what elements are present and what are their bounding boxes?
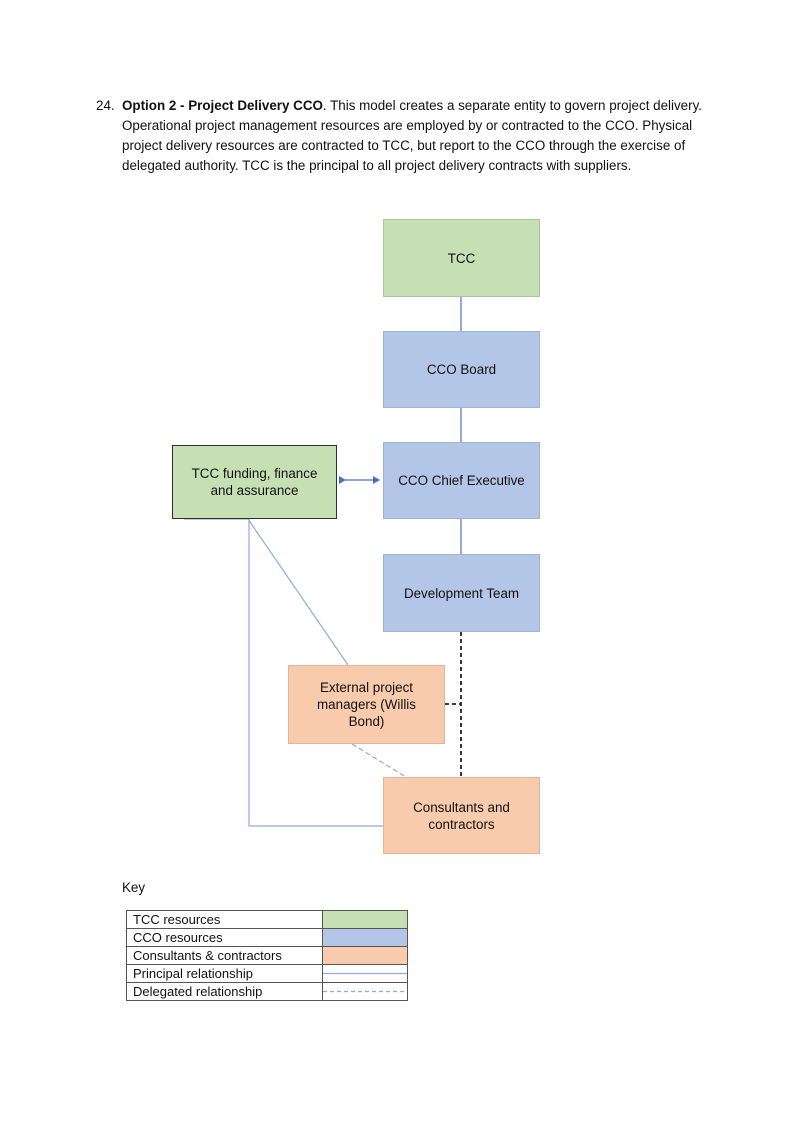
key-table: TCC resources CCO resources Consultants …: [126, 910, 408, 1001]
key-swatch-orange: [322, 946, 408, 965]
key-swatch-dashed-line: [322, 982, 408, 1001]
tcc-label: TCC: [447, 250, 476, 266]
development-team-node: Development Team: [383, 554, 540, 632]
paragraph-bold-lead: Option 2 - Project Delivery CCO: [122, 98, 323, 113]
key-row-cco-resources: CCO resources: [126, 928, 408, 947]
paragraph-body: Option 2 - Project Delivery CCO. This mo…: [122, 96, 736, 176]
external-pm-label: External project managers (Willis Bond): [317, 680, 416, 729]
tcc-node: TCC: [383, 219, 540, 297]
cco-chief-executive-label: CCO Chief Executive: [398, 473, 525, 488]
consultants-label: Consultants and contractors: [413, 799, 510, 832]
cco-chief-executive-node: CCO Chief Executive: [383, 442, 540, 519]
cco-board-label: CCO Board: [426, 362, 497, 377]
pm-to-consultants-delegated: [351, 743, 407, 778]
paragraph-number: 24.: [96, 98, 115, 113]
consultants-node: Consultants and contractors: [383, 777, 540, 854]
key-row-delegated: Delegated relationship: [126, 982, 408, 1001]
key-label: Delegated relationship: [126, 982, 323, 1001]
key-title: Key: [122, 880, 146, 895]
key-label: Principal relationship: [126, 964, 323, 983]
key-label: TCC resources: [126, 910, 323, 929]
cco-board-node: CCO Board: [383, 331, 540, 408]
key-label: Consultants & contractors: [126, 946, 323, 965]
funding-to-pm-line: [247, 518, 349, 666]
option-2-paragraph: 24. Option 2 - Project Delivery CCO. Thi…: [96, 96, 736, 176]
key-swatch-solid-line: [322, 964, 408, 983]
key-swatch-blue: [322, 928, 408, 947]
paragraph-text: . This model creates a separate entity t…: [122, 98, 703, 173]
key-label: CCO resources: [126, 928, 323, 947]
funding-to-consultants-line: [184, 518, 383, 827]
key-row-principal: Principal relationship: [126, 964, 408, 983]
tcc-funding-label: TCC funding, finance and assurance: [191, 466, 318, 498]
key-row-consultants: Consultants & contractors: [126, 946, 408, 965]
key-swatch-green: [322, 910, 408, 929]
external-pm-node: External project managers (Willis Bond): [288, 665, 445, 744]
tcc-funding-node: TCC funding, finance and assurance: [172, 445, 337, 519]
development-team-label: Development Team: [403, 585, 520, 601]
key-row-tcc-resources: TCC resources: [126, 910, 408, 929]
